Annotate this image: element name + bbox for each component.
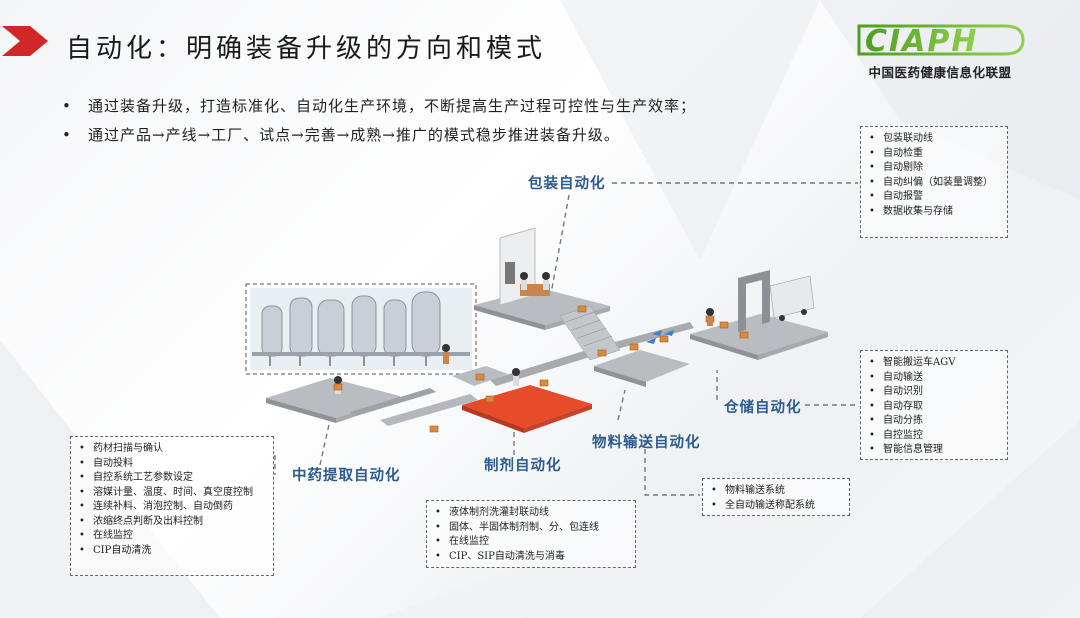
feature-item: 自动识别	[867, 385, 1001, 400]
bullet-item: 通过产品→产线→工厂、试点→完善→成熟→推广的模式稳步推进装备升级。	[62, 121, 696, 150]
feature-item: 智能信息管理	[867, 443, 1001, 458]
warehouse-features-box: 智能搬运车AGV 自动输送 自动识别 自动存取 自动分拣 自控监控 智能信息管理	[860, 350, 1008, 460]
feature-item: 自动分拣	[867, 414, 1001, 429]
feature-item: CIP、SIP自动清洗与消毒	[433, 550, 629, 565]
label-conveying: 物料输送自动化	[592, 434, 701, 451]
feature-item: 数据收集与存储	[867, 205, 1001, 220]
feature-item: 连续补料、消泡控制、自动倒药	[77, 500, 267, 515]
conveying-features-box: 物料输送系统 全自动输送称配系统	[702, 478, 850, 516]
feature-item: 浓缩终点判断及出料控制	[77, 515, 267, 530]
feature-item: 自控系统工艺参数设定	[77, 471, 267, 486]
feature-item: 自动剔除	[867, 161, 1001, 176]
intro-bullets: 通过装备升级，打造标准化、自动化生产环境，不断提高生产过程可控性与生产效率； 通…	[62, 92, 696, 150]
feature-item: 固体、半固体制剂制、分、包连线	[433, 521, 629, 536]
feature-item: 溶媒计量、温度、时间、真空度控制	[77, 486, 267, 501]
preparation-features-box: 液体制剂洗灌封联动线 固体、半固体制剂制、分、包连线 在线监控 CIP、SIP自…	[426, 500, 636, 568]
label-packaging: 包装自动化	[528, 175, 606, 192]
feature-item: 自动纠偏（如装量调整）	[867, 176, 1001, 191]
feature-item: 在线监控	[433, 535, 629, 550]
logo-graphic: CIAPH	[857, 24, 1025, 59]
extraction-features-box: 药材扫描与确认 自动投料 自控系统工艺参数设定 溶媒计量、温度、时间、真空度控制…	[70, 436, 274, 576]
page-title: 自动化：明确装备升级的方向和模式	[66, 34, 547, 64]
ciaph-logo: CIAPH 中国医药健康信息化联盟	[855, 22, 1025, 80]
feature-item: 自动投料	[77, 457, 267, 472]
feature-item: 自动检重	[867, 147, 1001, 162]
feature-item: 自动存取	[867, 400, 1001, 415]
feature-item: 液体制剂洗灌封联动线	[433, 506, 629, 521]
feature-item: CIP自动清洗	[77, 544, 267, 559]
feature-item: 自动报警	[867, 190, 1001, 205]
feature-item: 物料输送系统	[709, 484, 843, 499]
floor-platforms	[266, 227, 828, 433]
feature-item: 自动输送	[867, 371, 1001, 386]
agv-icon	[646, 330, 674, 344]
label-preparation: 制剂自动化	[484, 457, 562, 474]
feature-item: 智能搬运车AGV	[867, 356, 1001, 371]
feature-item: 在线监控	[77, 529, 267, 544]
workers	[512, 308, 714, 386]
logo-subtitle: 中国医药健康信息化联盟	[868, 65, 1012, 80]
feature-item: 自控监控	[867, 429, 1001, 444]
feature-item: 药材扫描与确认	[77, 442, 267, 457]
feature-item: 包装联动线	[867, 132, 1001, 147]
bullet-item: 通过装备升级，打造标准化、自动化生产环境，不断提高生产过程可控性与生产效率；	[62, 92, 696, 121]
header: 自动化：明确装备升级的方向和模式	[0, 14, 1080, 66]
feature-item: 全自动输送称配系统	[709, 499, 843, 514]
extraction-equipment-photo	[245, 283, 477, 375]
warehouse-gate	[738, 270, 815, 332]
label-extraction: 中药提取自动化	[292, 467, 401, 484]
title-arrow-icon	[2, 26, 48, 56]
packaging-features-box: 包装联动线 自动检重 自动剔除 自动纠偏（如装量调整） 自动报警 数据收集与存储	[860, 126, 1008, 238]
logo-text: CIAPH	[865, 24, 979, 58]
label-warehouse: 仓储自动化	[724, 399, 802, 416]
